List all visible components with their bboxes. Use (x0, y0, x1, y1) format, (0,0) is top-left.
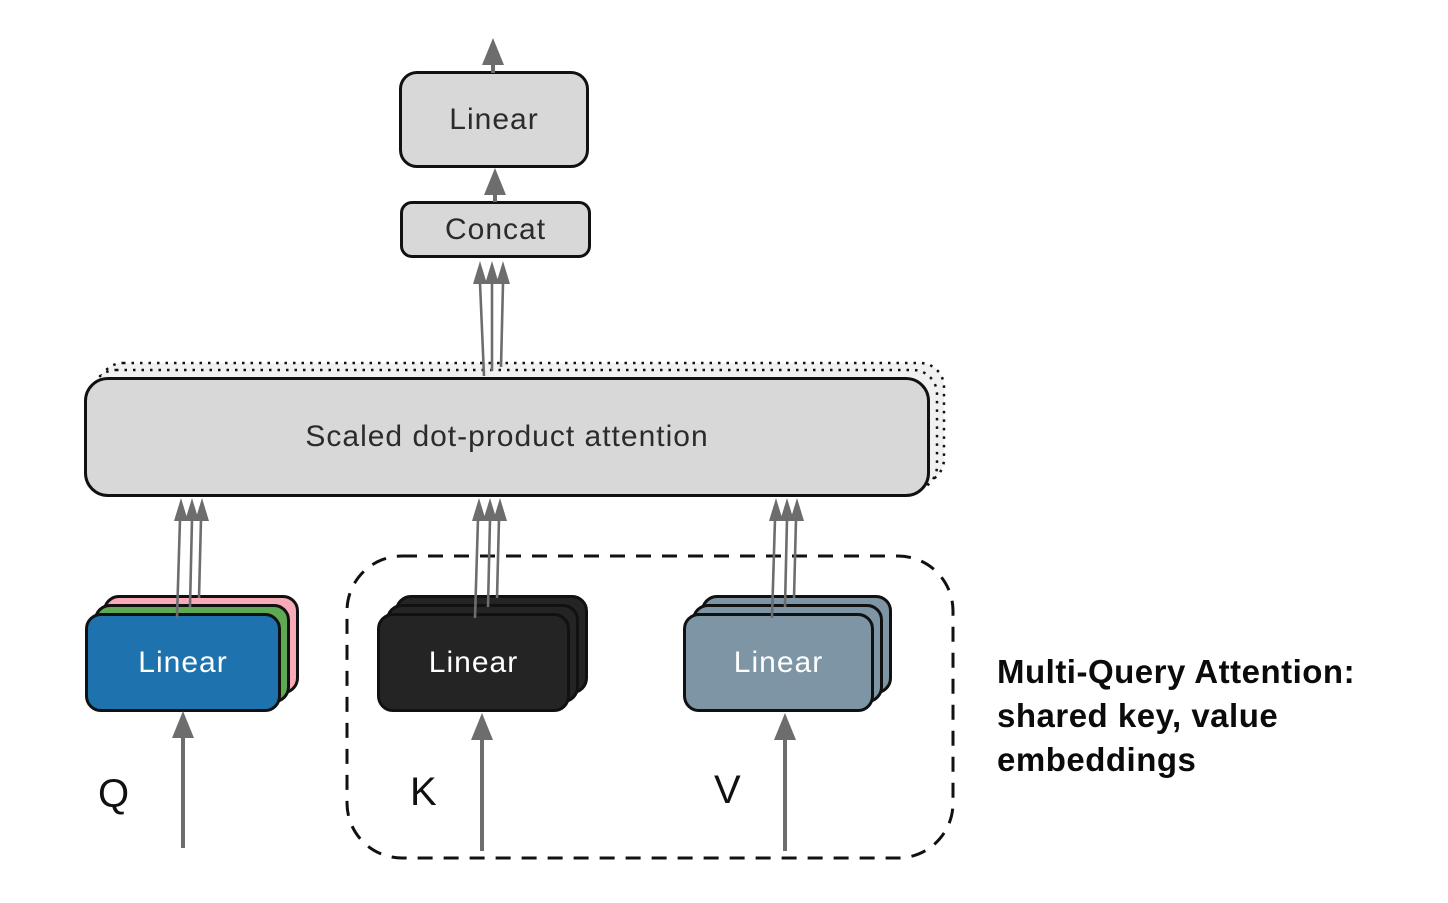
attention-label: Scaled dot-product attention (305, 420, 709, 453)
v-input-label: V (714, 768, 742, 812)
q-linear-label: Linear (138, 645, 228, 679)
v-linear-box: Linear (683, 613, 874, 712)
annotation-line-2: shared key, value (997, 697, 1279, 734)
output-arrow (482, 38, 504, 73)
q-input-label: Q (98, 772, 131, 816)
q-linear-box: Linear (85, 613, 281, 712)
v-linear-label: Linear (733, 645, 824, 679)
scaled-dot-product-attention-box: Scaled dot-product attention (84, 377, 930, 497)
attention-to-concat-arrows (473, 261, 510, 377)
annotation-line-3: embeddings (997, 741, 1197, 778)
k-input-arrow (471, 713, 493, 851)
q-input-arrow (172, 711, 194, 848)
concat-label: Concat (444, 212, 547, 246)
concat-to-linear-arrow (484, 168, 506, 202)
output-linear-label: Linear (449, 102, 539, 136)
output-linear-box: Linear (399, 71, 589, 168)
concat-box: Concat (400, 201, 591, 258)
annotation-text: Multi-Query Attention: shared key, value… (997, 650, 1447, 782)
annotation-line-1: Multi-Query Attention: (997, 653, 1356, 690)
k-linear-label: Linear (428, 645, 519, 679)
v-input-arrow (774, 713, 796, 851)
k-linear-box: Linear (377, 613, 570, 712)
k-input-label: K (410, 770, 438, 814)
